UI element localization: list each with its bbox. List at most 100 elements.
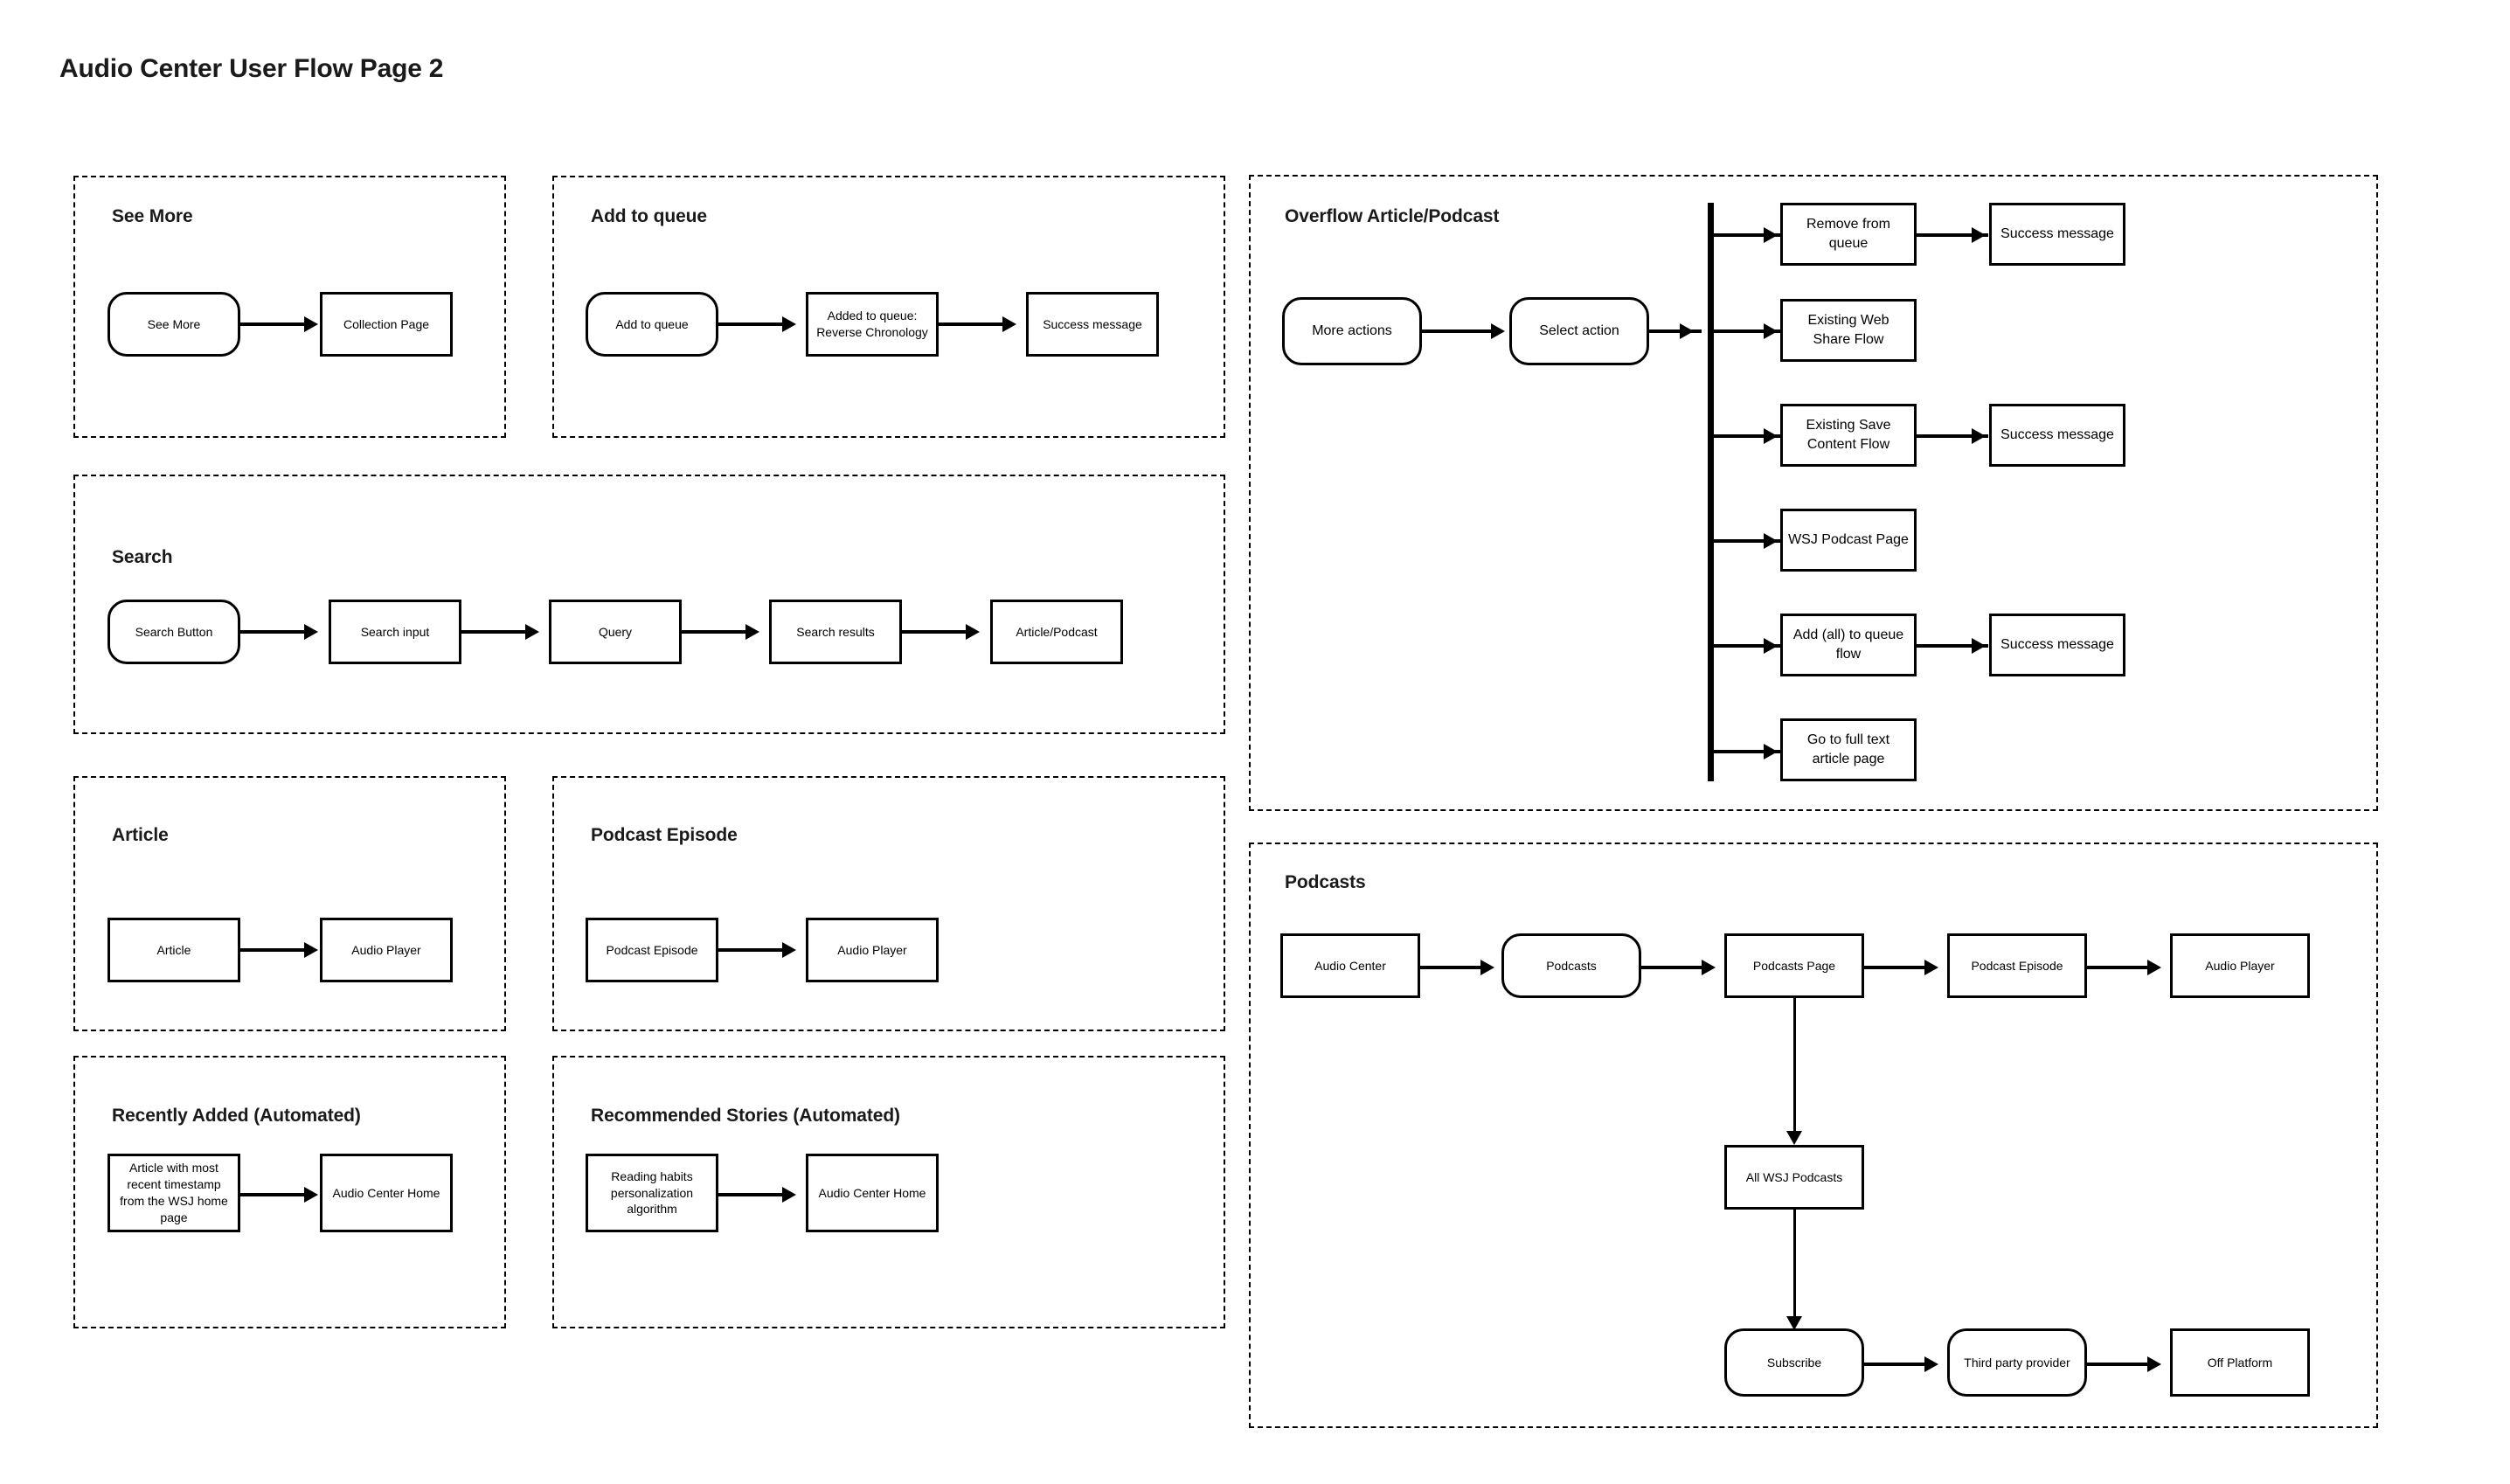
connector-add-to-queue-to-added: [718, 322, 784, 326]
connector-results-to-article-podcast: [902, 630, 967, 634]
arrowhead-recommended-source-to-home: [782, 1187, 796, 1203]
connector-podcasts-page-to-podcast-episode: [1864, 966, 1927, 969]
node-podcasts-audio-player[interactable]: Audio Player: [2170, 933, 2310, 998]
node-existing-save-content-flow[interactable]: Existing Save Content Flow: [1780, 404, 1917, 467]
connector-input-to-query: [461, 630, 527, 634]
arrowhead-podcasts-to-podcasts-page: [1702, 960, 1716, 975]
group-recommended-stories: [552, 1056, 1225, 1328]
arrowhead-spine-to-remove-from-queue: [1764, 227, 1778, 243]
node-article-audio-player[interactable]: Audio Player: [320, 918, 453, 982]
connector-remove-from-queue-to-success: [1917, 233, 1988, 237]
connector-recommended-source-to-home: [718, 1193, 784, 1196]
node-podcast-episode-audio-player[interactable]: Audio Player: [806, 918, 939, 982]
arrowhead-podcast-episode-to-audio-player: [782, 942, 796, 958]
node-add-all-to-queue-flow[interactable]: Add (all) to queue flow: [1780, 614, 1917, 676]
group-podcasts: [1249, 843, 2378, 1428]
connector-all-wsj-podcasts-to-subscribe: [1793, 1210, 1796, 1323]
overflow-branch-spine: [1708, 203, 1714, 781]
connector-spine-to-add-all-to-queue: [1714, 644, 1780, 648]
arrowhead-spine-to-web-share-flow: [1764, 323, 1778, 339]
arrowhead-select-action-to-spine: [1680, 323, 1694, 339]
node-query[interactable]: Query: [549, 600, 682, 664]
connector-podcasts-page-to-all-wsj-podcasts: [1793, 998, 1796, 1138]
node-select-action[interactable]: Select action: [1509, 297, 1649, 365]
node-remove-from-queue[interactable]: Remove from queue: [1780, 203, 1917, 266]
group-podcast-episode: [552, 776, 1225, 1031]
connector-search-button-to-input: [240, 630, 306, 634]
connector-spine-to-full-text-article: [1714, 750, 1780, 753]
node-more-actions[interactable]: More actions: [1282, 297, 1422, 365]
node-go-to-full-text-article-page[interactable]: Go to full text article page: [1780, 718, 1917, 781]
arrowhead-search-button-to-input: [304, 624, 318, 640]
node-search-results[interactable]: Search results: [769, 600, 902, 664]
connector-spine-to-wsj-podcast-page: [1714, 539, 1780, 543]
node-add-to-queue-success-message[interactable]: Success message: [1026, 292, 1159, 357]
node-off-platform[interactable]: Off Platform: [2170, 1328, 2310, 1397]
connector-see-more-to-collection: [240, 322, 306, 326]
arrowhead-query-to-results: [745, 624, 759, 640]
node-search-input[interactable]: Search input: [329, 600, 461, 664]
arrowhead-add-all-to-queue-to-success: [1972, 638, 1986, 654]
arrowhead-podcasts-page-to-podcast-episode: [1924, 960, 1938, 975]
node-existing-web-share-flow[interactable]: Existing Web Share Flow: [1780, 299, 1917, 362]
connector-subscribe-to-third-party: [1864, 1363, 1927, 1366]
node-podcast-episode[interactable]: Podcast Episode: [586, 918, 718, 982]
node-see-more[interactable]: See More: [107, 292, 240, 357]
arrowhead-results-to-article-podcast: [966, 624, 980, 640]
group-article-title: Article: [112, 825, 169, 845]
node-podcasts-podcast-episode[interactable]: Podcast Episode: [1947, 933, 2087, 998]
node-search-button[interactable]: Search Button: [107, 600, 240, 664]
connector-audio-center-to-podcasts: [1420, 966, 1483, 969]
page-title: Audio Center User Flow Page 2: [59, 54, 444, 83]
node-podcasts[interactable]: Podcasts: [1501, 933, 1641, 998]
group-podcasts-title: Podcasts: [1285, 872, 1366, 892]
arrowhead-audio-center-to-podcasts: [1480, 960, 1494, 975]
connector-add-all-to-queue-to-success: [1917, 644, 1988, 648]
node-recently-added-source[interactable]: Article with most recent timestamp from …: [107, 1154, 240, 1232]
node-recommended-stories-audio-center-home[interactable]: Audio Center Home: [806, 1154, 939, 1232]
node-save-content-flow-success-message[interactable]: Success message: [1989, 404, 2125, 467]
group-add-to-queue-title: Add to queue: [591, 206, 707, 226]
node-recently-added-audio-center-home[interactable]: Audio Center Home: [320, 1154, 453, 1232]
arrowhead-spine-to-save-content-flow: [1764, 428, 1778, 444]
node-article[interactable]: Article: [107, 918, 240, 982]
group-article: [73, 776, 506, 1031]
node-third-party-provider[interactable]: Third party provider: [1947, 1328, 2087, 1397]
arrowhead-third-party-to-off-platform: [2147, 1356, 2161, 1372]
arrowhead-all-wsj-podcasts-to-subscribe: [1786, 1316, 1802, 1330]
group-recommended-stories-title: Recommended Stories (Automated): [591, 1106, 900, 1126]
group-search-title: Search: [112, 547, 173, 567]
node-add-all-to-queue-success-message[interactable]: Success message: [1989, 614, 2125, 676]
group-overflow-article-podcast: [1249, 175, 2378, 811]
arrowhead-remove-from-queue-to-success: [1972, 227, 1986, 243]
arrowhead-spine-to-wsj-podcast-page: [1764, 533, 1778, 549]
node-wsj-podcast-page[interactable]: WSJ Podcast Page: [1780, 509, 1917, 572]
group-podcast-episode-title: Podcast Episode: [591, 825, 738, 845]
connector-spine-to-remove-from-queue: [1714, 233, 1780, 237]
connector-podcast-episode-to-audio-player-podcasts: [2087, 966, 2150, 969]
arrowhead-spine-to-add-all-to-queue: [1764, 638, 1778, 654]
connector-more-actions-to-select-action: [1422, 329, 1494, 333]
node-remove-from-queue-success-message[interactable]: Success message: [1989, 203, 2125, 266]
node-podcasts-page[interactable]: Podcasts Page: [1724, 933, 1864, 998]
group-recently-added-title: Recently Added (Automated): [112, 1106, 361, 1126]
node-added-to-queue-reverse-chronology[interactable]: Added to queue: Reverse Chronology: [806, 292, 939, 357]
node-article-podcast[interactable]: Article/Podcast: [990, 600, 1123, 664]
node-audio-center[interactable]: Audio Center: [1280, 933, 1420, 998]
connector-podcasts-to-podcasts-page: [1641, 966, 1704, 969]
arrowhead-added-to-success: [1002, 316, 1016, 332]
arrowhead-article-to-audio-player: [304, 942, 318, 958]
arrowhead-recently-added-source-to-home: [304, 1187, 318, 1203]
node-collection-page[interactable]: Collection Page: [320, 292, 453, 357]
node-recommended-stories-source[interactable]: Reading habits personalization algorithm: [586, 1154, 718, 1232]
node-add-to-queue[interactable]: Add to queue: [586, 292, 718, 357]
arrowhead-add-to-queue-to-added: [782, 316, 796, 332]
connector-spine-to-web-share-flow: [1714, 329, 1780, 333]
node-all-wsj-podcasts[interactable]: All WSJ Podcasts: [1724, 1145, 1864, 1210]
node-subscribe[interactable]: Subscribe: [1724, 1328, 1864, 1397]
group-see-more-title: See More: [112, 206, 193, 226]
connector-select-action-to-spine: [1649, 329, 1702, 333]
arrowhead-podcast-episode-to-audio-player-podcasts: [2147, 960, 2161, 975]
group-search: [73, 475, 1225, 734]
